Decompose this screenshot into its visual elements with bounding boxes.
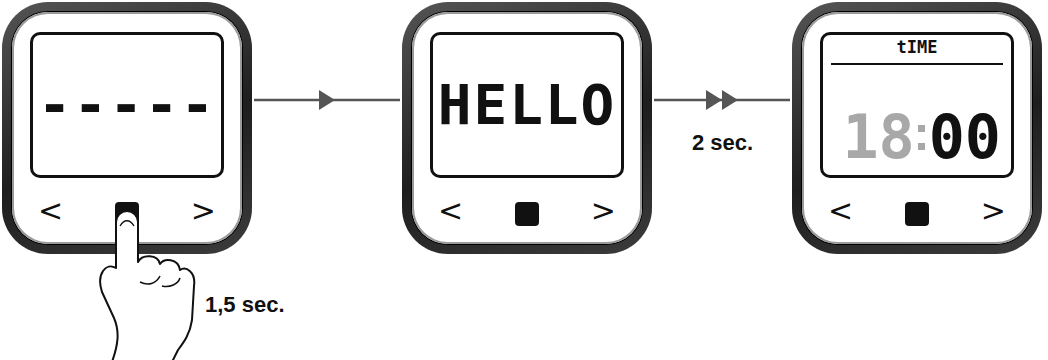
screen-heading: tIME <box>897 37 938 57</box>
button-symbol: > <box>981 193 1006 228</box>
duration-label: 1,5 sec. <box>205 292 285 317</box>
button-holder: < <box>438 196 463 226</box>
arrow-head <box>706 90 722 110</box>
device-face: HELLO < > <box>412 12 642 244</box>
square-button <box>905 202 929 226</box>
square-button <box>115 202 139 226</box>
lcd-screen: ----- <box>30 32 224 178</box>
button-symbol: > <box>191 193 216 228</box>
hand-outline <box>100 211 194 360</box>
time-hours: 18 <box>843 107 915 167</box>
button-holder: < <box>38 196 63 226</box>
time-label: 2 sec. <box>690 130 755 156</box>
finger-crease <box>162 278 180 287</box>
display-device: HELLO < > <box>402 2 652 254</box>
finger-nail <box>120 221 134 226</box>
button-symbol: < <box>828 193 853 228</box>
display-device: tIME 1800 < > <box>792 2 1042 254</box>
flow-arrow <box>254 90 400 110</box>
time-minutes: 00 <box>929 107 1001 167</box>
device-face: tIME 1800 < > <box>802 12 1032 244</box>
display-device: ----- < > <box>2 2 252 254</box>
arrow-head <box>319 90 335 110</box>
device-face: ----- < > <box>12 12 242 244</box>
flow-arrow <box>654 90 790 110</box>
square-button <box>515 202 539 226</box>
lcd-screen: tIME 1800 <box>820 32 1014 178</box>
colon-dot <box>918 143 925 150</box>
duration-label: 2 sec. <box>690 130 755 155</box>
button-holder: > <box>981 196 1006 226</box>
colon-dot <box>918 125 925 132</box>
lcd-text: HELLO <box>438 77 617 133</box>
button-symbol: < <box>438 193 463 228</box>
button-holder: > <box>191 196 216 226</box>
colon-segment <box>918 117 926 157</box>
button-symbol: > <box>591 193 616 228</box>
button-holder: > <box>591 196 616 226</box>
lcd-text: ----- <box>38 77 217 133</box>
button-holder: < <box>828 196 853 226</box>
lcd-screen: HELLO <box>430 32 624 178</box>
time-digits: 1800 <box>843 107 1002 167</box>
label-holder: 1,5 sec. <box>205 292 285 318</box>
arrow-head <box>722 90 738 110</box>
button-symbol: < <box>38 193 63 228</box>
screen-header: tIME <box>831 39 1003 65</box>
finger-crease <box>140 276 160 284</box>
